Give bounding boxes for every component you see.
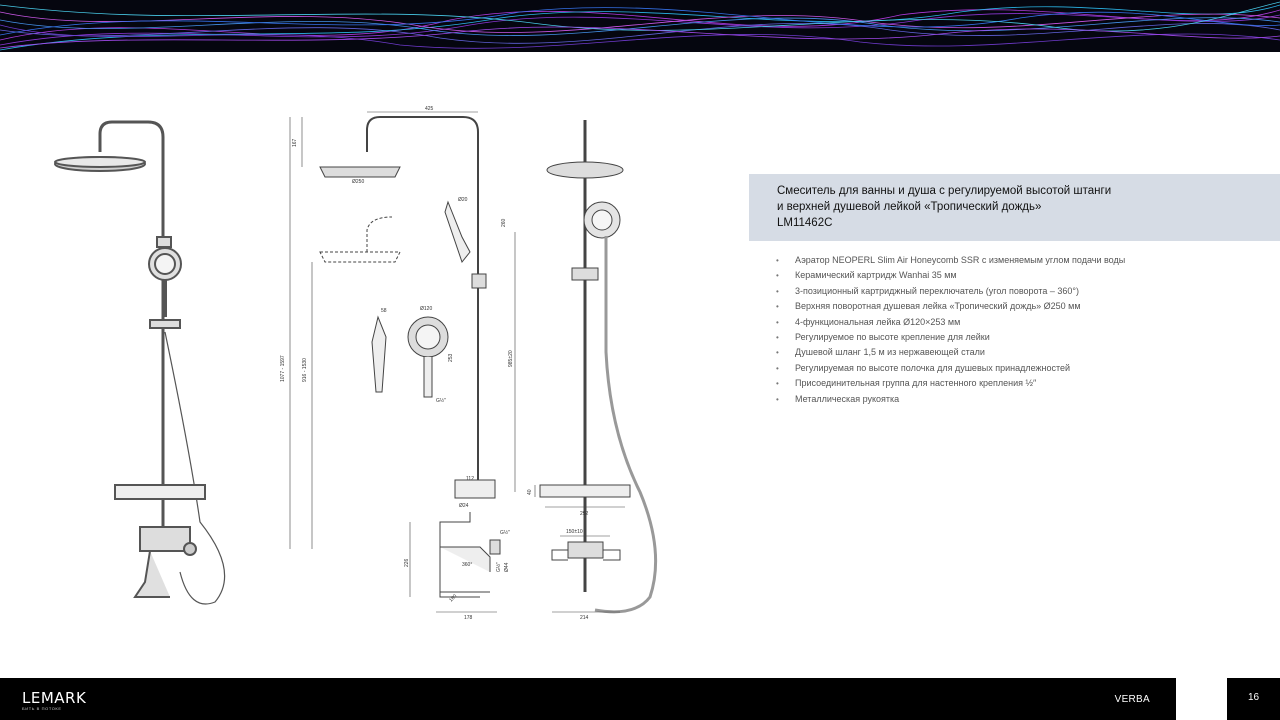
product-drawing: 425 167 Ø250 1077 - 1597 916 - 1530 Ø20 … (54, 106, 658, 621)
product-title-line1: Смеситель для ванны и душа с регулируемо… (777, 185, 1112, 197)
dim-rail-length: 985±20 (508, 350, 514, 367)
feature-item: Душевой шланг 1,5 м из нержавеющей стали (776, 345, 1256, 361)
feature-item: Аэратор NEOPERL Slim Air Honeycomb SSR с… (776, 253, 1256, 269)
dim-spout-len: 160 (448, 593, 458, 603)
dim-wall-offset: 260 (501, 218, 507, 227)
dim-outlet-thread: G½″ (495, 562, 502, 572)
dim-bar-diameter: Ø20 (458, 197, 468, 203)
dim-inlet-thread: G½″ (500, 529, 510, 536)
header-banner (0, 0, 1280, 52)
technical-drawings: 425 167 Ø250 1077 - 1597 916 - 1530 Ø20 … (0, 52, 720, 622)
wave-decoration (0, 1, 1280, 51)
dimension-labels: 425 167 Ø250 1077 - 1597 916 - 1530 Ø20 … (280, 106, 514, 621)
dim-centers: 150±10 (566, 529, 583, 535)
feature-item: 4-функциональная лейка Ø120×253 мм (776, 315, 1256, 331)
dim-head-height: 916 - 1530 (302, 358, 308, 382)
dim-total-height: 1077 - 1597 (280, 355, 286, 382)
dim-rotation: 360° (462, 562, 472, 568)
product-model: LM11462C (777, 217, 833, 229)
series-name: VERBA (1114, 694, 1150, 705)
dim-base-width: 178 (464, 615, 473, 621)
dim-shelf-height: 40 (527, 489, 533, 495)
feature-item: Регулируемое по высоте крепление для лей… (776, 330, 1256, 346)
dim-tube-diameter: Ø24 (459, 503, 469, 509)
dim-side-shelf: 292 (580, 511, 589, 517)
feature-item: Керамический картридж Wanhai 35 мм (776, 268, 1256, 284)
feature-list: Аэратор NEOPERL Slim Air Honeycomb SSR с… (776, 253, 1256, 407)
dim-hand-width: 58 (381, 308, 387, 314)
side-drawing (534, 120, 658, 614)
front-drawing (289, 111, 516, 613)
dim-head-diameter: Ø250 (352, 179, 364, 185)
dim-body-diameter: Ø44 (504, 562, 510, 572)
product-title-line2: и верхней душевой лейкой «Тропический до… (777, 201, 1042, 213)
brand-tagline: БИТЬ В ПОТОКЕ (22, 706, 62, 711)
dim-side-width: 214 (580, 615, 589, 621)
feature-item: Верхняя поворотная душевая лейка «Тропич… (776, 299, 1256, 315)
product-title-box: Смеситель для ванны и душа с регулируемо… (749, 174, 1280, 241)
dim-shelf-width: 112 (466, 476, 474, 482)
dim-hand-length: 253 (448, 353, 454, 362)
page-number: 16 (1227, 678, 1280, 720)
feature-item: Присоединительная группа для настенного … (776, 376, 1256, 392)
feature-item: 3-позиционный картриджный переключатель … (776, 284, 1256, 300)
feature-item: Металлическая рукоятка (776, 392, 1256, 408)
dim-head-drop: 167 (292, 138, 298, 147)
brand-name: LEMARK (22, 689, 87, 707)
dim-hand-thread: G½″ (436, 397, 446, 404)
hand-shower-detail (371, 315, 449, 398)
dim-top-width: 425 (425, 106, 434, 112)
feature-item: Регулируемая по высоте полочка для душев… (776, 361, 1256, 377)
footer-bar: LEMARK БИТЬ В ПОТОКЕ VERBA (0, 678, 1176, 720)
brand-logo: LEMARK БИТЬ В ПОТОКЕ (22, 691, 86, 712)
dim-body-height: 226 (404, 558, 410, 567)
product-render (54, 120, 226, 605)
dim-hand-diameter: Ø120 (420, 306, 432, 312)
